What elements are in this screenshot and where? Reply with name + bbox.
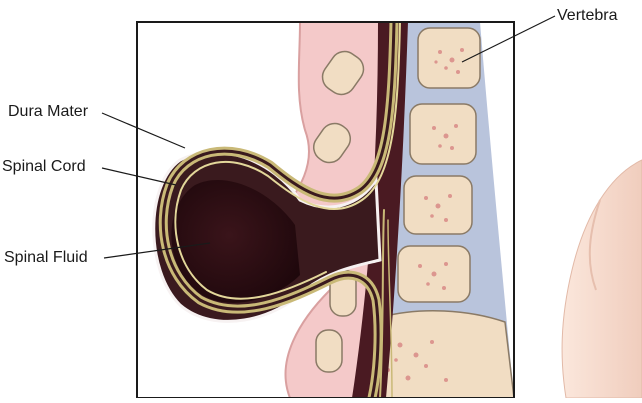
label-vertebra: Vertebra [557,8,617,24]
infant-body [562,160,642,398]
label-dura-mater: Dura Mater [8,104,88,120]
cross-section [137,22,514,398]
label-spinal-cord: Spinal Cord [2,159,86,175]
label-spinal-fluid: Spinal Fluid [4,250,88,266]
